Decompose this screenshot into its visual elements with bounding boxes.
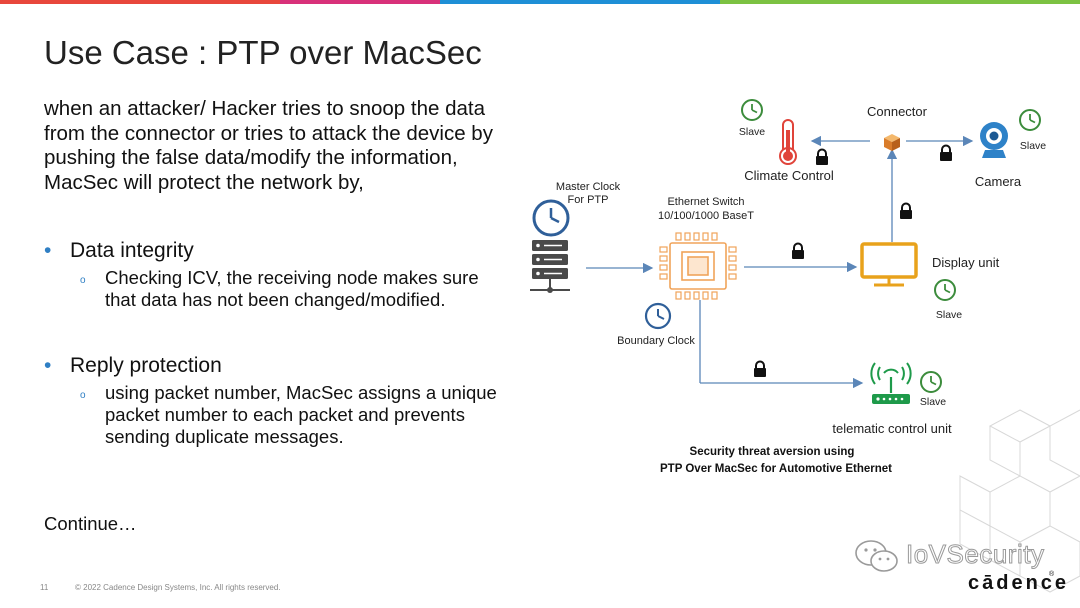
telematic-control-unit: Slave telematic control unit (832, 362, 952, 436)
cadence-logo: cādence (968, 572, 1070, 594)
climate-control-label: Climate Control (744, 168, 834, 183)
clock-icon (920, 371, 942, 393)
slave-label: Slave (1020, 140, 1046, 152)
ptp-macsec-diagram: Master Clock For PTP Ethernet Switch 10/… (530, 99, 1046, 475)
copyright-text: © 2022 Cadence Design Systems, Inc. All … (75, 583, 281, 592)
top-color-bar (0, 0, 1080, 4)
caption-line-2: PTP Over MacSec for Automotive Ethernet (660, 463, 892, 475)
registered-mark: ® (1049, 571, 1055, 578)
switch-label: Ethernet Switch (667, 196, 744, 208)
lock-icon (754, 360, 766, 377)
thermometer-icon (779, 119, 797, 165)
bullet-dot: • (44, 239, 52, 262)
slave-label: Slave (936, 309, 962, 321)
page-title: Use Case : PTP over MacSec (44, 34, 482, 71)
camera: Slave Camera (975, 109, 1046, 189)
display-unit: Display unit Slave (860, 242, 1000, 321)
lock-icon (792, 242, 804, 259)
ethernet-switch: Ethernet Switch 10/100/1000 BaseT (658, 196, 754, 300)
clock-icon (741, 99, 763, 121)
lock-icon (816, 148, 828, 165)
boundary-clock-label: Boundary Clock (617, 335, 695, 347)
monitor-icon (860, 242, 918, 287)
bullet-dot: • (44, 354, 52, 377)
master-clock-server: Master Clock For PTP (530, 181, 621, 293)
connector: Connector (867, 104, 928, 151)
bullet-heading: Reply protection (70, 354, 222, 377)
clock-icon (644, 302, 672, 330)
sub-bullet-dot: o (80, 390, 86, 401)
connector-label: Connector (867, 104, 928, 119)
router-icon (870, 362, 912, 404)
switch-speed-label: 10/100/1000 BaseT (658, 210, 754, 222)
display-unit-label: Display unit (932, 255, 1000, 270)
clock-icon (532, 199, 570, 237)
intro-text: when an attacker/ Hacker tries to snoop … (44, 97, 493, 194)
sub-bullet-dot: o (80, 275, 86, 286)
continue-text: Continue… (44, 513, 137, 534)
lock-icon (900, 202, 912, 219)
lock-icons (754, 144, 952, 377)
boundary-clock: Boundary Clock (617, 302, 695, 347)
camera-label: Camera (975, 174, 1022, 189)
chip-pins (659, 232, 737, 300)
cube-icon (884, 134, 900, 151)
clock-icon (934, 279, 956, 301)
camera-icon (980, 122, 1008, 158)
page-number: 11 (40, 583, 49, 592)
lock-icon (940, 144, 952, 161)
clock-icon (1019, 109, 1041, 131)
slave-label: Slave (920, 396, 946, 408)
climate-control: Slave Climate Control (739, 99, 834, 183)
server-icon (530, 240, 570, 293)
telematic-label: telematic control unit (832, 421, 952, 436)
caption-line-1: Security threat aversion using (690, 446, 855, 458)
watermark-text: IoVSecurity (905, 539, 1045, 570)
decorative-cube-pattern (959, 409, 1080, 593)
connection-lines (586, 135, 974, 389)
chip-icon (669, 242, 727, 290)
sub-bullet-text: Checking ICV, the receiving node makes s… (105, 267, 479, 310)
slave-label: Slave (739, 126, 765, 138)
for-ptp-label: For PTP (568, 194, 609, 206)
iovsecurity-watermark: IoVSecurity (852, 537, 1052, 577)
wechat-icon (855, 540, 898, 572)
sub-bullet-text: using packet number, MacSec assigns a un… (105, 382, 497, 447)
bullet-heading: Data integrity (70, 239, 194, 262)
master-clock-label: Master Clock (556, 181, 621, 193)
